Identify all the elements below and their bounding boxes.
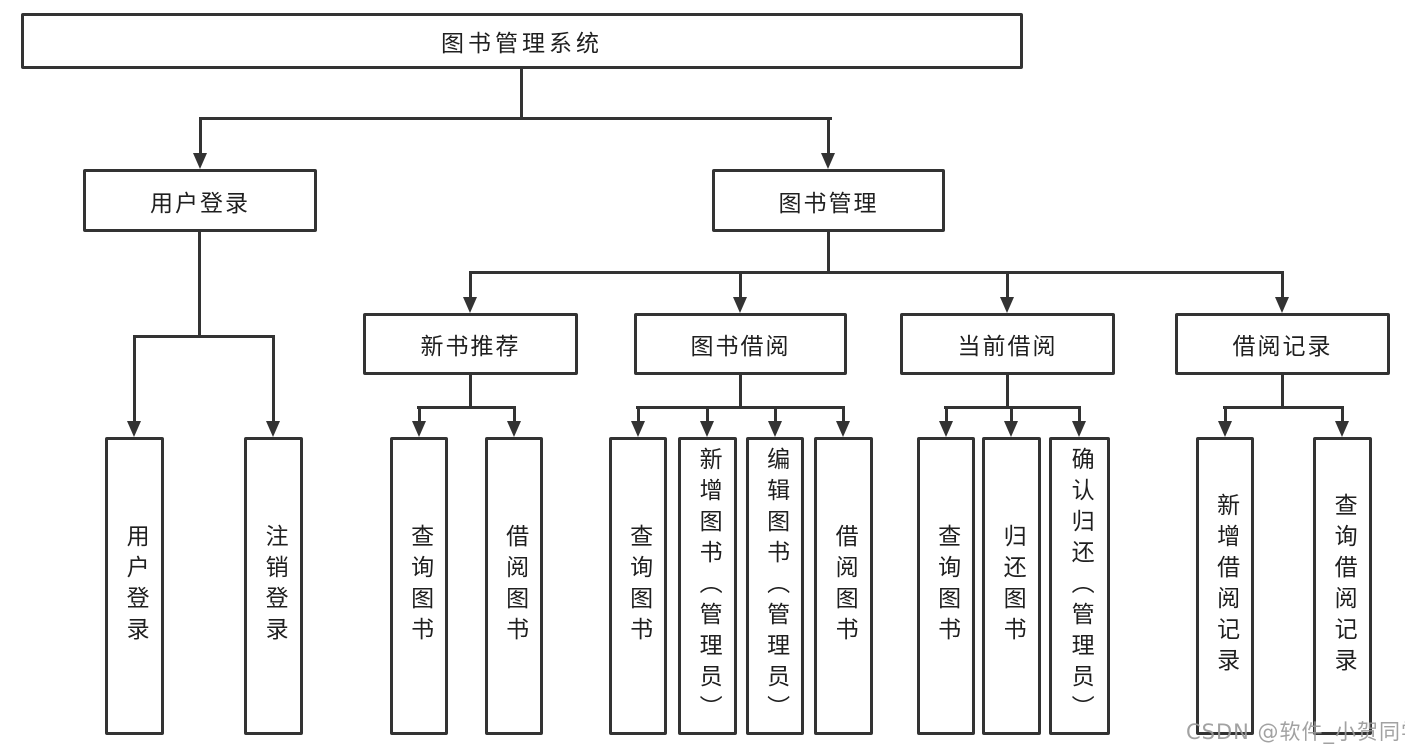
node-book-borrow-label: 图书借阅 [690, 334, 791, 360]
leaf-logout: 注销登录 [244, 437, 303, 735]
leaf-br-query-label: 查询借阅记录 [1330, 493, 1357, 679]
leaf-cb-return-label: 归还图书 [999, 524, 1026, 648]
leaf-bb-borrow: 借阅图书 [814, 437, 873, 735]
connector-current-bar [944, 406, 1081, 409]
connector-rec-bar [417, 406, 516, 409]
node-borrow-record: 借阅记录 [1175, 313, 1390, 375]
node-user-login-label: 用户登录 [150, 190, 250, 217]
leaf-br-add-label: 新增借阅记录 [1212, 493, 1239, 679]
connector-borrow-bar [636, 406, 845, 409]
arrow-to-user-login [193, 117, 207, 169]
leaf-bb-add: 新增图书（管理员） [678, 437, 737, 735]
leaf-bb-edit: 编辑图书（管理员） [746, 437, 804, 735]
node-borrow-record-label: 借阅记录 [1232, 334, 1333, 360]
arrow-to-leaf-br-add [1218, 406, 1232, 437]
leaf-user-login-label: 用户登录 [122, 524, 149, 648]
node-root: 图书管理系统 [21, 13, 1023, 69]
node-current-borrow: 当前借阅 [900, 313, 1115, 375]
leaf-bb-edit-label: 编辑图书（管理员） [762, 446, 789, 726]
leaf-cb-confirm: 确认归还（管理员） [1049, 437, 1110, 735]
arrow-to-leaf-br-query [1335, 406, 1349, 437]
leaf-bb-borrow-label: 借阅图书 [831, 524, 858, 648]
arrow-to-book-mgmt [821, 117, 835, 169]
leaf-br-add: 新增借阅记录 [1196, 437, 1254, 735]
node-current-borrow-label: 当前借阅 [957, 334, 1058, 360]
leaf-rec-borrow-label: 借阅图书 [501, 524, 528, 648]
arrow-to-book-borrow [733, 271, 747, 313]
arrow-to-leaf-cb-query [939, 406, 953, 437]
arrow-to-leaf-bb-borrow [836, 406, 850, 437]
connector-rec-stem [469, 375, 472, 406]
leaf-logout-label: 注销登录 [261, 524, 288, 648]
node-book-mgmt: 图书管理 [712, 169, 945, 232]
arrow-to-leaf-rec-borrow [507, 406, 521, 437]
leaf-cb-confirm-label: 确认归还（管理员） [1067, 446, 1094, 726]
connector-current-stem [1006, 375, 1009, 406]
arrow-to-leaf-cb-confirm [1072, 406, 1086, 437]
connector-borrow-stem [739, 375, 742, 406]
leaf-rec-query-label: 查询图书 [406, 524, 433, 648]
leaf-bb-query-label: 查询图书 [625, 524, 652, 648]
node-user-login: 用户登录 [83, 169, 317, 232]
connector-mgmt-bar [469, 271, 1284, 274]
arrow-to-current-borrow [1000, 271, 1014, 313]
arrow-to-leaf-logout [266, 335, 280, 437]
arrow-to-leaf-bb-edit [768, 406, 782, 437]
connector-user-bar [133, 335, 275, 338]
leaf-rec-borrow: 借阅图书 [485, 437, 543, 735]
node-new-book-rec-label: 新书推荐 [420, 334, 521, 360]
leaf-cb-query: 查询图书 [917, 437, 975, 735]
connector-mgmt-stem [827, 232, 830, 271]
connector-record-bar [1223, 406, 1344, 409]
arrow-to-leaf-user-login [127, 335, 141, 437]
arrow-to-leaf-rec-query [412, 406, 426, 437]
leaf-bb-add-label: 新增图书（管理员） [695, 446, 722, 726]
leaf-user-login: 用户登录 [105, 437, 164, 735]
leaf-rec-query: 查询图书 [390, 437, 448, 735]
leaf-cb-query-label: 查询图书 [933, 524, 960, 648]
connector-record-stem [1281, 375, 1284, 406]
leaf-br-query: 查询借阅记录 [1313, 437, 1372, 735]
csdn-watermark: CSDN @软件_小贺同学 [1186, 720, 1405, 744]
arrow-to-leaf-bb-add [700, 406, 714, 437]
arrow-to-new-book-rec [463, 271, 477, 313]
leaf-cb-return: 归还图书 [982, 437, 1041, 735]
node-new-book-rec: 新书推荐 [363, 313, 578, 375]
leaf-bb-query: 查询图书 [609, 437, 667, 735]
connector-root-stem [520, 69, 523, 117]
node-book-mgmt-label: 图书管理 [778, 190, 879, 217]
node-book-borrow: 图书借阅 [634, 313, 847, 375]
arrow-to-borrow-record [1275, 271, 1289, 313]
arrow-to-leaf-cb-return [1004, 406, 1018, 437]
node-root-label: 图书管理系统 [441, 31, 603, 57]
connector-user-stem [198, 232, 201, 335]
connector-top-bar [199, 117, 832, 120]
arrow-to-leaf-bb-query [631, 406, 645, 437]
